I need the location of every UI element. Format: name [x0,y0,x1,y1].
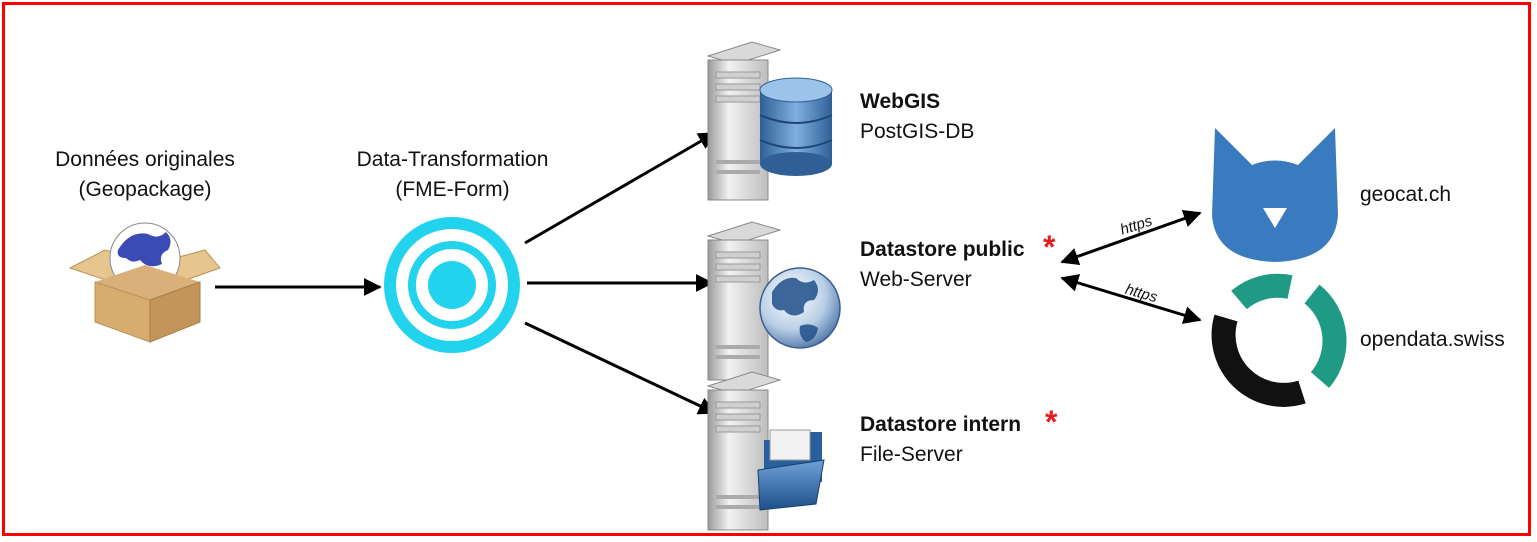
webgis-label: WebGIS PostGIS-DB [860,87,974,147]
transform-label: Data-Transformation (FME-Form) [325,145,580,205]
transform-label-line2: (FME-Form) [395,178,510,201]
intern-server-icon [706,371,825,531]
geopackage-box-icon [68,222,221,343]
fme-target-icon [384,217,520,353]
webgis-server-icon [706,41,833,201]
source-label-line1: Données originales [55,148,235,171]
arrow-public-opendata [1060,274,1202,324]
public-subtitle: Web-Server [860,268,972,291]
arrow-public-geocat [1060,209,1202,266]
arrow-fme-to-intern [524,321,717,415]
source-label-line2: (Geopackage) [78,178,212,201]
intern-title: Datastore intern [860,413,1022,436]
public-title: Datastore public [860,238,1025,261]
webgis-title: WebGIS [860,90,941,113]
arrow-fme-to-webgis [524,131,717,245]
geocat-cat-icon [1212,128,1338,262]
intern-marker: * [1045,404,1058,440]
public-marker: * [1043,229,1056,265]
geocat-label: geocat.ch [1360,183,1452,206]
source-label: Données originales (Geopackage) [30,145,260,205]
opendata-ring-icon [1211,273,1347,407]
opendata-label: opendata.swiss [1360,328,1505,351]
intern-subtitle: File-Server [860,443,963,466]
public-label: Datastore public Web-Server [860,235,1025,295]
intern-label: Datastore intern File-Server [860,410,1021,470]
webgis-subtitle: PostGIS-DB [860,120,975,143]
transform-label-line1: Data-Transformation [356,148,549,171]
public-server-icon [706,221,841,381]
